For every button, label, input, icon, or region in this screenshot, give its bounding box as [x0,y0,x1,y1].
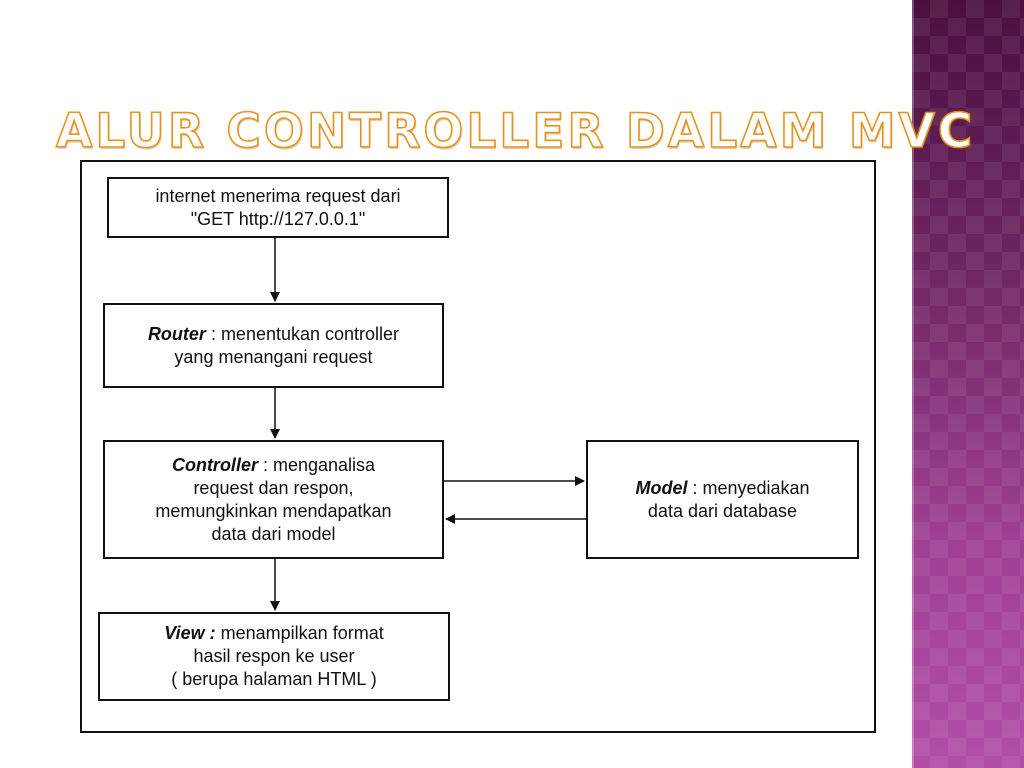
controller-line-2: request dan respon, [193,477,354,498]
request-box: internet menerima request dari "GET http… [107,177,449,238]
controller-line-3: memungkinkan mendapatkan [155,500,392,521]
view-text: menampilkan format [215,623,384,643]
model-line-2: data dari database [647,500,798,521]
band-edge [912,0,914,768]
controller-text: : menganalisa [257,454,376,475]
controller-keyword: Controller [171,454,258,475]
controller-box: Controller : menganalisa request dan res… [103,440,444,559]
request-line-2: "GET http://127.0.0.1" [190,208,366,229]
model-text: : menyediakan [687,477,810,498]
router-box: Router : menentukan controller yang mena… [103,303,444,388]
router-keyword: Router [147,323,206,344]
view-line-2: hasil respon ke user [193,646,355,666]
model-box: Model : menyediakan data dari database [586,440,859,559]
view-line-3: ( berupa halaman HTML ) [171,669,377,689]
view-box: View : menampilkan format hasil respon k… [98,612,450,701]
diamond-pattern [912,0,1024,768]
router-line-2: yang menangani request [174,346,373,367]
router-text: : menentukan controller [205,323,400,344]
request-line-1: internet menerima request dari [155,185,401,206]
model-keyword: Model [635,477,688,498]
view-keyword: View : [164,623,216,643]
decorative-side-band [912,0,1024,768]
controller-line-4: data dari model [211,523,336,544]
slide-title: ALUR CONTROLLER DALAM MVC [55,103,976,160]
